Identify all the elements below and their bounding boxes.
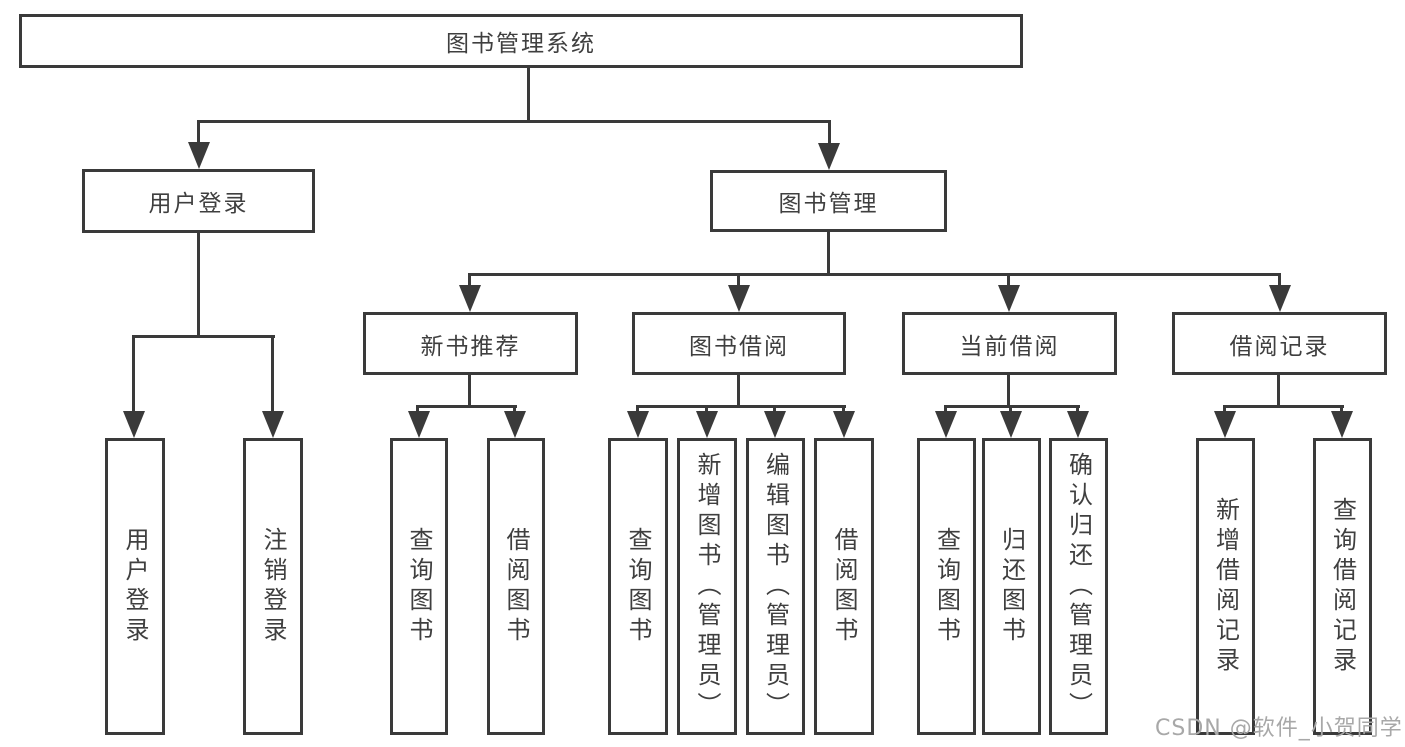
- node-root: 图书管理系统: [19, 14, 1023, 68]
- arrowhead-down-icon: [1214, 411, 1236, 438]
- node-book-borrow-label: 图书借阅: [689, 333, 789, 360]
- connector-line: [944, 405, 947, 413]
- csdn-watermark: CSDN @软件_小贺同学: [1155, 716, 1403, 741]
- arrowhead-down-icon: [1331, 411, 1353, 438]
- leaf-current-return-books: 归还图书: [982, 438, 1041, 735]
- connector-line: [1076, 405, 1079, 413]
- node-new-book-recommend-label: 新书推荐: [420, 333, 521, 360]
- connector-line: [1223, 405, 1344, 408]
- leaf-borrow-edit-books-admin: 编辑图书（管理员）: [746, 438, 805, 735]
- arrowhead-down-icon: [459, 285, 481, 312]
- leaf-user-login: 用户登录: [105, 438, 165, 735]
- arrowhead-down-icon: [1269, 285, 1291, 312]
- node-current-borrow-label: 当前借阅: [959, 333, 1060, 360]
- connector-line: [1007, 273, 1010, 287]
- node-user-login-label: 用户登录: [148, 191, 249, 217]
- leaf-records-query-record: 查询借阅记录: [1313, 438, 1372, 735]
- node-new-book-recommend: 新书推荐: [363, 312, 578, 375]
- arrowhead-down-icon: [764, 411, 786, 438]
- connector-line: [1009, 405, 1012, 413]
- arrowhead-down-icon: [833, 411, 855, 438]
- connector-line: [417, 405, 517, 408]
- leaf-current-query-books: 查询图书: [917, 438, 976, 735]
- connector-line: [828, 120, 831, 146]
- node-root-label: 图书管理系统: [446, 31, 596, 57]
- arrowhead-down-icon: [1000, 411, 1022, 438]
- leaf-newbook-borrow-books: 借阅图书: [487, 438, 545, 735]
- node-borrow-records: 借阅记录: [1172, 312, 1387, 375]
- node-user-login: 用户登录: [82, 169, 315, 233]
- leaf-borrow-query-books: 查询图书: [608, 438, 668, 735]
- connector-line: [1007, 375, 1010, 407]
- arrowhead-down-icon: [123, 411, 145, 438]
- leaf-current-confirm-return-admin: 确认归还（管理员）: [1049, 438, 1108, 735]
- connector-line: [271, 335, 274, 412]
- arrowhead-down-icon: [504, 411, 526, 438]
- leaf-borrow-borrow-books: 借阅图书: [814, 438, 874, 735]
- connector-line: [1277, 375, 1280, 407]
- leaf-current-query-books-label: 查询图书: [932, 526, 961, 647]
- connector-line: [705, 405, 708, 413]
- node-current-borrow: 当前借阅: [902, 312, 1117, 375]
- connector-line: [636, 405, 846, 408]
- leaf-user-login-label: 用户登录: [121, 526, 149, 647]
- arrowhead-down-icon: [696, 411, 718, 438]
- node-book-management: 图书管理: [710, 170, 947, 232]
- leaf-newbook-query-books: 查询图书: [390, 438, 448, 735]
- connector-line: [468, 375, 471, 407]
- leaf-borrow-edit-books-admin-label: 编辑图书（管理员）: [761, 451, 790, 722]
- leaf-records-add-record-label: 新增借阅记录: [1211, 496, 1240, 677]
- leaf-records-query-record-label: 查询借阅记录: [1328, 496, 1357, 677]
- connector-line: [132, 335, 135, 412]
- connector-line: [773, 405, 776, 413]
- connector-line: [737, 375, 740, 407]
- connector-line: [737, 273, 740, 287]
- arrowhead-down-icon: [188, 142, 210, 169]
- connector-line: [133, 335, 275, 338]
- arrowhead-down-icon: [818, 143, 840, 170]
- connector-line: [527, 68, 530, 122]
- connector-line: [1340, 405, 1343, 413]
- node-book-management-label: 图书管理: [778, 191, 879, 217]
- leaf-borrow-add-books-admin: 新增图书（管理员）: [677, 438, 737, 735]
- arrowhead-down-icon: [728, 285, 750, 312]
- connector-line: [636, 405, 639, 413]
- arrowhead-down-icon: [935, 411, 957, 438]
- leaf-logout-label: 注销登录: [259, 526, 287, 647]
- leaf-logout: 注销登录: [243, 438, 303, 735]
- leaf-current-confirm-return-admin-label: 确认归还（管理员）: [1064, 451, 1093, 722]
- connector-line: [197, 233, 200, 337]
- leaf-newbook-borrow-books-label: 借阅图书: [502, 526, 530, 647]
- leaf-borrow-add-books-admin-label: 新增图书（管理员）: [693, 451, 721, 722]
- arrowhead-down-icon: [998, 285, 1020, 312]
- arrowhead-down-icon: [1067, 411, 1089, 438]
- connector-line: [827, 232, 830, 275]
- leaf-records-add-record: 新增借阅记录: [1196, 438, 1255, 735]
- connector-line: [197, 120, 200, 144]
- node-borrow-records-label: 借阅记录: [1229, 333, 1330, 360]
- leaf-newbook-query-books-label: 查询图书: [405, 526, 433, 647]
- connector-line: [416, 405, 419, 413]
- connector-line: [468, 273, 471, 287]
- arrowhead-down-icon: [408, 411, 430, 438]
- node-book-borrow: 图书借阅: [632, 312, 846, 375]
- leaf-current-return-books-label: 归还图书: [997, 526, 1026, 647]
- connector-line: [513, 405, 516, 413]
- connector-line: [944, 405, 1080, 408]
- connector-line: [469, 273, 1281, 276]
- connector-line: [1223, 405, 1226, 413]
- leaf-borrow-borrow-books-label: 借阅图书: [830, 526, 858, 647]
- connector-line: [198, 120, 831, 123]
- connector-line: [842, 405, 845, 413]
- connector-line: [1278, 273, 1281, 287]
- leaf-borrow-query-books-label: 查询图书: [624, 526, 652, 647]
- arrowhead-down-icon: [627, 411, 649, 438]
- arrowhead-down-icon: [262, 411, 284, 438]
